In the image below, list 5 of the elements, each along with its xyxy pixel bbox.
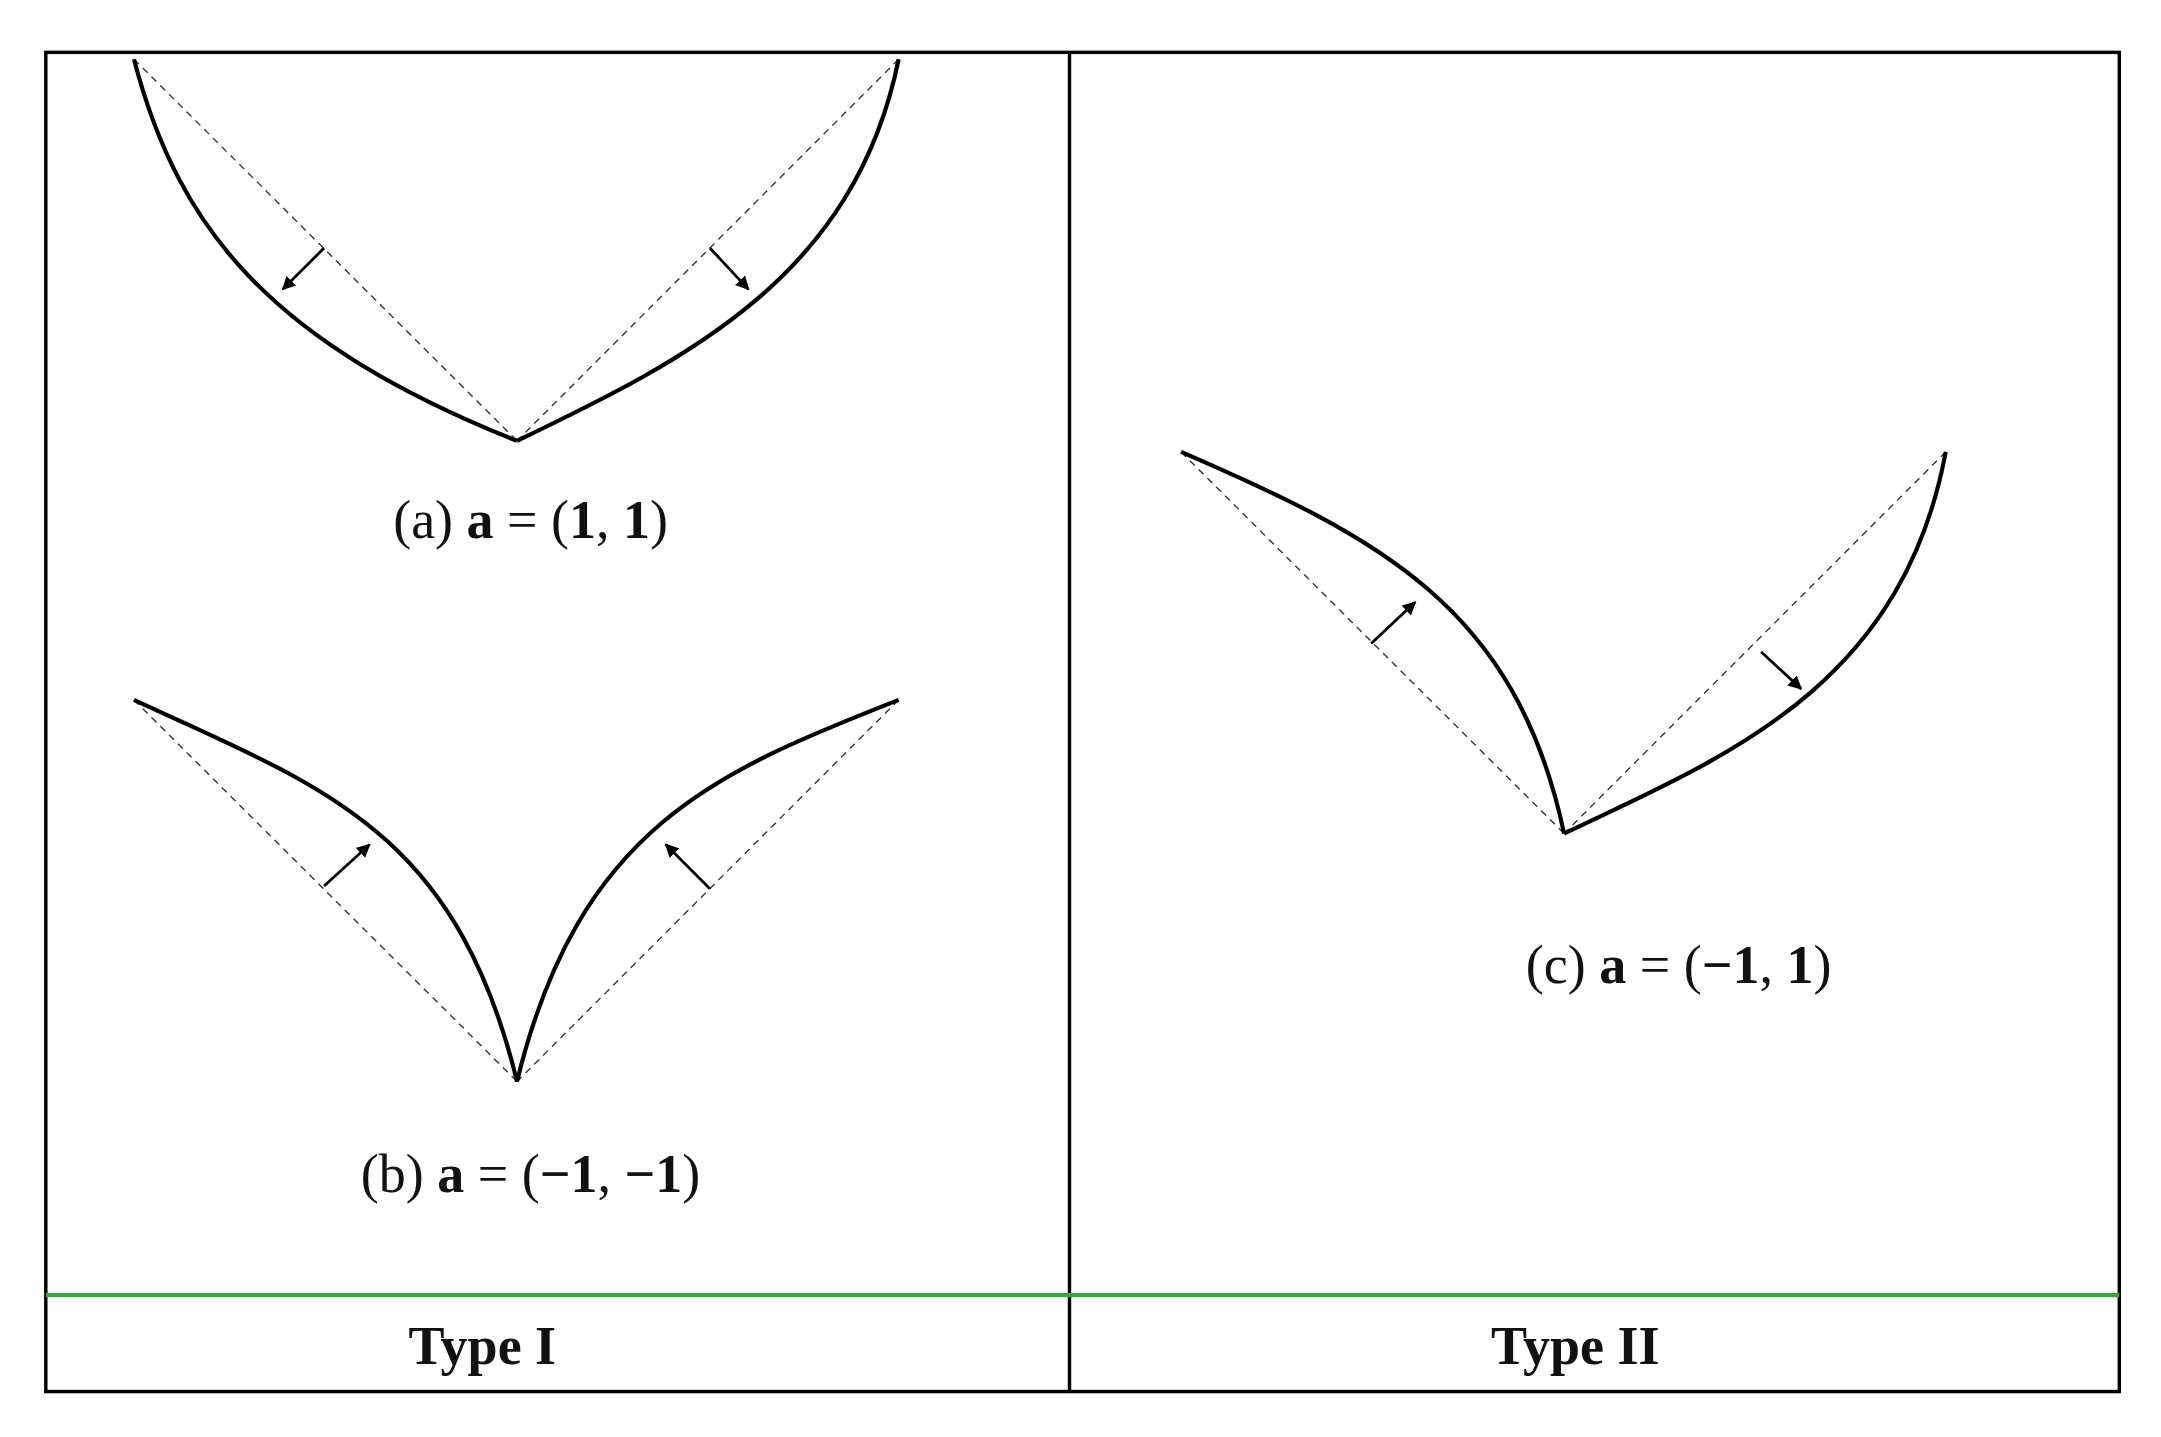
figure-caption: (c) a = (−1, 1): [1525, 933, 1832, 996]
column-heading: Type I: [408, 1315, 557, 1378]
figure-caption: (a) a = (1, 1): [393, 488, 668, 551]
figure-caption: (b) a = (−1, −1): [360, 1143, 701, 1206]
column-heading: Type II: [1491, 1315, 1660, 1378]
